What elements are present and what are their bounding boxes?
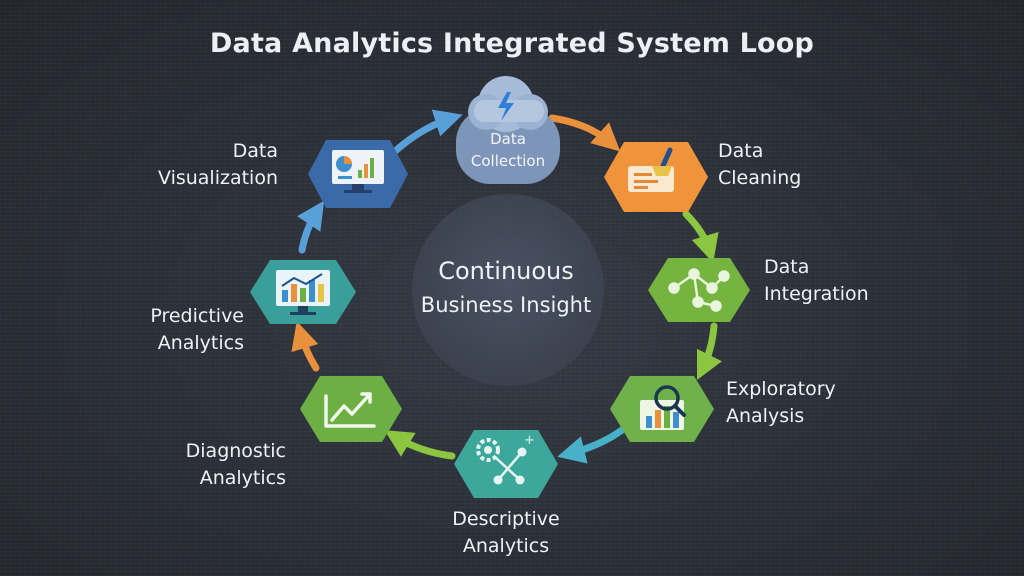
arrow-integration-to-exploratory xyxy=(696,322,723,381)
label-predictive-analytics-line1: Predictive xyxy=(150,305,244,327)
trend-up-icon xyxy=(324,392,376,428)
label-data-visualization-line1: Data xyxy=(232,140,278,162)
cloud-lightning-icon xyxy=(498,92,514,121)
label-data-integration-line2: Integration xyxy=(764,283,869,305)
network-nodes-icon xyxy=(668,268,730,312)
center-circle xyxy=(412,194,604,386)
label-predictive-analytics: Predictive Analytics xyxy=(104,303,244,357)
node-diagnostic-analytics xyxy=(300,376,402,442)
arrow-descriptive-to-diagnostic xyxy=(384,430,456,460)
center-line1: Continuous xyxy=(438,257,574,285)
gear-network-icon: + xyxy=(476,433,535,485)
label-data-collection-line2: Collection xyxy=(470,152,546,170)
label-data-collection: Data Collection xyxy=(460,128,556,172)
label-predictive-analytics-line2: Analytics xyxy=(157,332,244,354)
label-data-integration-line1: Data xyxy=(764,256,810,278)
label-diagnostic-analytics: Diagnostic Analytics xyxy=(150,438,286,492)
cleaning-brush-icon xyxy=(628,147,674,192)
label-data-cleaning: Data Cleaning xyxy=(718,138,801,192)
center-line2: Business Insight xyxy=(420,293,592,317)
node-data-collection xyxy=(456,76,560,184)
node-data-visualization xyxy=(308,140,408,208)
arrow-diagnostic-to-predictive xyxy=(291,321,320,372)
label-data-visualization-line2: Visualization xyxy=(157,167,278,189)
label-exploratory-analysis-line1: Exploratory xyxy=(726,378,836,400)
arrow-predictive-to-visualization xyxy=(297,200,325,254)
node-descriptive-analytics: + xyxy=(454,430,558,498)
label-descriptive-analytics-line2: Analytics xyxy=(462,535,550,557)
label-descriptive-analytics-line1: Descriptive xyxy=(452,508,560,530)
label-data-integration: Data Integration xyxy=(764,254,869,308)
label-data-cleaning-line2: Cleaning xyxy=(718,167,802,189)
node-data-integration xyxy=(648,258,750,322)
label-diagnostic-analytics-line2: Analytics xyxy=(199,467,286,489)
label-exploratory-analysis-line2: Analysis xyxy=(726,405,805,427)
magnifier-chart-icon xyxy=(640,385,686,430)
arrow-collection-to-cleaning xyxy=(548,114,621,152)
node-exploratory-analysis xyxy=(610,376,714,442)
arrow-visualization-to-collection xyxy=(388,109,463,158)
node-predictive-analytics xyxy=(250,260,356,324)
label-data-collection-line1: Data xyxy=(490,130,526,148)
diagram-title: Data Analytics Integrated System Loop xyxy=(209,28,815,59)
label-data-visualization: Data Visualization xyxy=(136,138,278,192)
label-data-cleaning-line1: Data xyxy=(718,140,764,162)
arrow-exploratory-to-descriptive xyxy=(557,426,626,464)
svg-text:+: + xyxy=(524,433,535,448)
dashboard-monitor-icon xyxy=(332,150,384,193)
label-descriptive-analytics: Descriptive Analytics xyxy=(436,506,576,560)
node-data-cleaning xyxy=(604,142,708,212)
monitor-chart-icon xyxy=(276,270,330,315)
arrow-cleaning-to-integration xyxy=(682,210,719,263)
label-exploratory-analysis: Exploratory Analysis xyxy=(726,376,836,430)
label-diagnostic-analytics-line1: Diagnostic xyxy=(185,440,286,462)
center-label: Continuous Business Insight xyxy=(386,253,626,321)
